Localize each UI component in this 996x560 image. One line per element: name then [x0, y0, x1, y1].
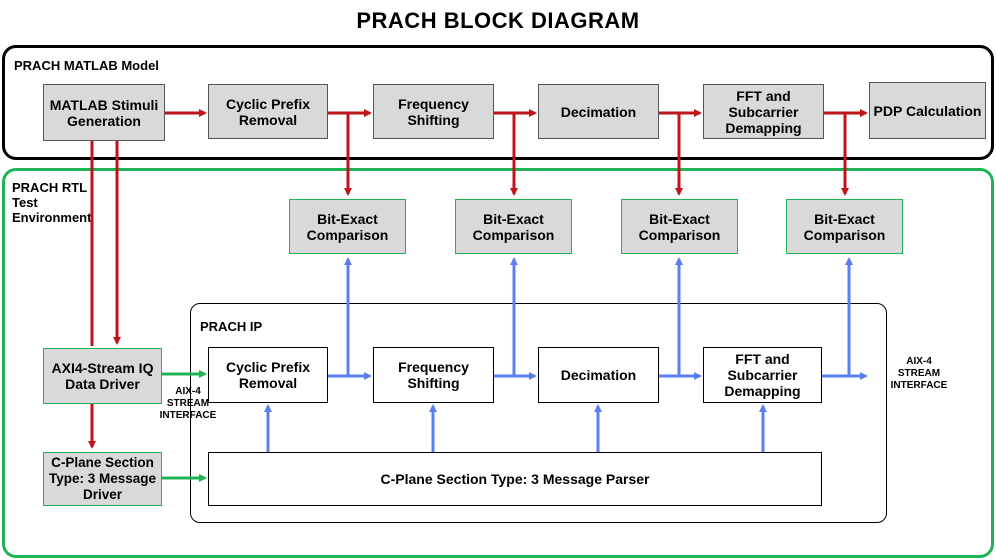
rtl-test-environment-region: [2, 168, 994, 558]
ip-decimation-block: Decimation: [538, 347, 659, 403]
prach-ip-region: [190, 303, 887, 523]
matlab-stimuli-block: MATLAB Stimuli Generation: [43, 84, 165, 141]
ip-cyclic-prefix-block: Cyclic Prefix Removal: [208, 347, 328, 403]
model-decimation-block: Decimation: [538, 84, 659, 139]
cplane-message-driver: C-Plane Section Type: 3 Message Driver: [43, 452, 162, 506]
input-stream-interface-label: AIX-4 STREAM INTERFACE: [159, 386, 217, 421]
matlab-model-region: [2, 45, 994, 160]
model-frequency-shifting-block: Frequency Shifting: [373, 84, 494, 139]
bit-exact-comparison-2: Bit-Exact Comparison: [455, 199, 572, 254]
model-cyclic-prefix-block: Cyclic Prefix Removal: [208, 84, 328, 139]
ip-fft-block: FFT and Subcarrier Demapping: [703, 347, 822, 403]
bit-exact-comparison-4: Bit-Exact Comparison: [786, 199, 903, 254]
model-fft-block: FFT and Subcarrier Demapping: [703, 84, 824, 139]
prach-ip-label: PRACH IP: [200, 319, 263, 334]
model-pdp-block: PDP Calculation: [869, 82, 986, 139]
diagram-title: PRACH BLOCK DIAGRAM: [356, 8, 640, 33]
ip-frequency-shifting-block: Frequency Shifting: [373, 347, 494, 403]
matlab-model-label: PRACH MATLAB Model: [14, 58, 159, 73]
bit-exact-comparison-1: Bit-Exact Comparison: [289, 199, 406, 254]
cplane-message-parser-block: C-Plane Section Type: 3 Message Parser: [208, 452, 822, 506]
axi-stream-iq-data-driver: AXI4-Stream IQ Data Driver: [43, 348, 162, 404]
rtl-environment-label: PRACH RTL Test Environment: [12, 180, 92, 225]
bit-exact-comparison-3: Bit-Exact Comparison: [621, 199, 738, 254]
output-stream-interface-label: AIX-4 STREAM INTERFACE: [890, 356, 948, 391]
